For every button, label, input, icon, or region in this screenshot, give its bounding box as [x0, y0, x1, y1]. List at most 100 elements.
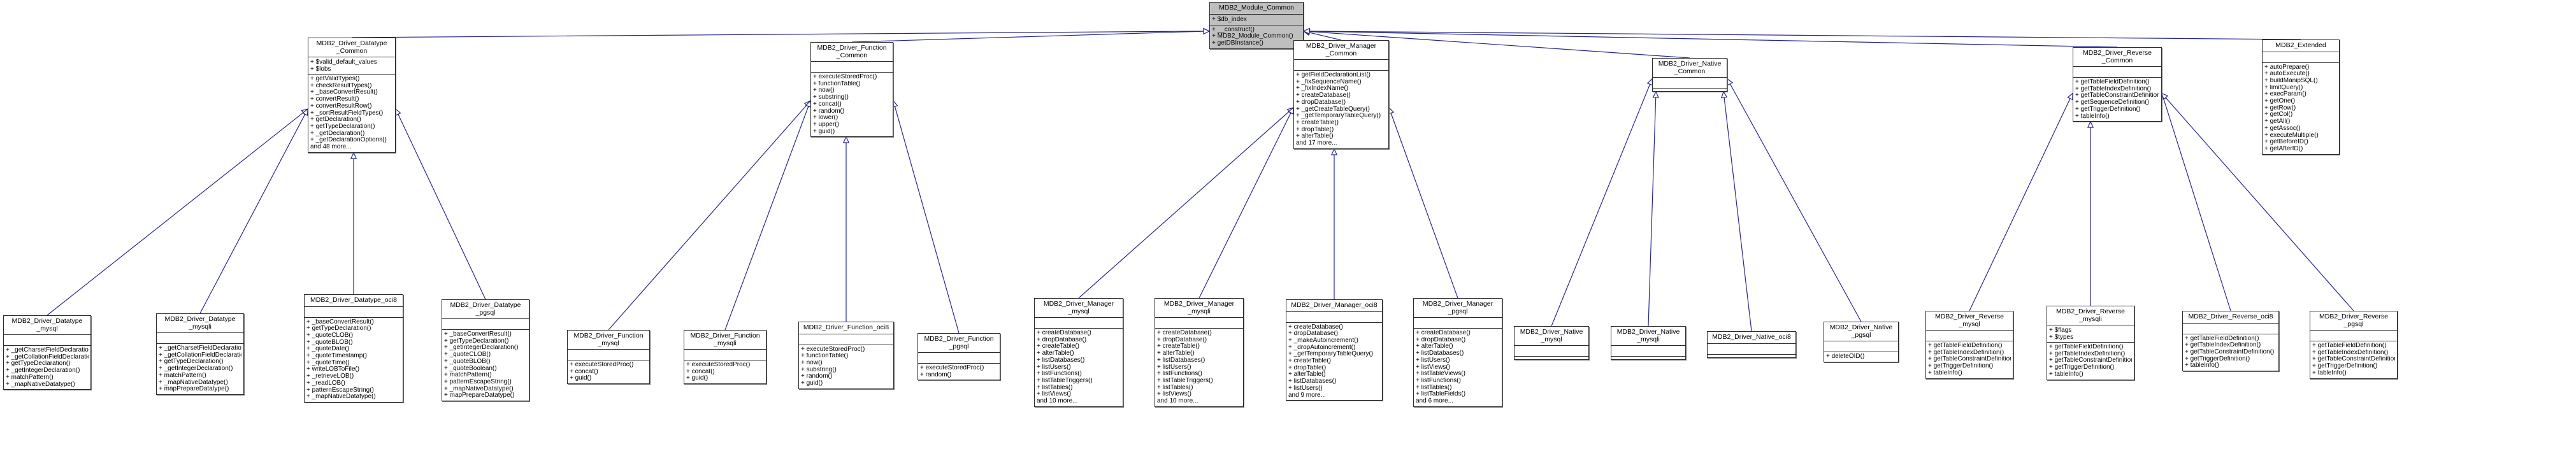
class-operations: + executeStoredProc()+ concat()+ guid() [684, 360, 766, 383]
class-operation: + alterTable() [1296, 133, 1334, 140]
class-node-manager_common[interactable]: MDB2_Driver_Manager _Common+ getFieldDec… [1293, 40, 1389, 149]
class-node-native_oci8[interactable]: MDB2_Driver_Native_oci8 [1707, 331, 1796, 358]
class-operation: + _getCharsetFieldDeclaration() [6, 347, 89, 353]
class-attributes [2263, 52, 2339, 63]
class-node-function_mysqli[interactable]: MDB2_Driver_Function _mysqli+ executeSto… [684, 330, 766, 385]
class-operation: + _getDeclarationOptions() [310, 137, 387, 144]
class-title: MDB2_Driver_Reverse_oci8 [2183, 311, 2278, 324]
inheritance-line [1309, 32, 1342, 41]
class-node-datatype_mysqli[interactable]: MDB2_Driver_Datatype _mysqli+ _getCharse… [156, 313, 244, 395]
class-operation: + executeStoredProc() [920, 365, 984, 371]
class-attributes [1414, 318, 1502, 329]
class-operation: + alterTable() [1037, 350, 1074, 357]
class-node-function_pgsql[interactable]: MDB2_Driver_Function _pgsql+ executeStor… [917, 333, 1000, 381]
class-node-native_mysql[interactable]: MDB2_Driver_Native _mysql [1514, 326, 1589, 360]
class-operations: + autoPrepare()+ autoExecute()+ buildMan… [2263, 63, 2339, 154]
class-node-datatype_oci8[interactable]: MDB2_Driver_Datatype_oci8+ _baseConvertR… [304, 294, 403, 403]
inheritance-line [199, 113, 306, 314]
class-node-function_mysql[interactable]: MDB2_Driver_Function _mysql+ executeStor… [567, 330, 650, 385]
class-operation: + _sortResultFieldTypes() [310, 110, 384, 117]
class-operation: + dropDatabase() [1296, 99, 1346, 106]
class-operations: + getTableFieldDefinition()+ getTableInd… [2183, 334, 2278, 371]
class-attributes [1708, 344, 1795, 355]
class-operation: + deleteOID() [1826, 353, 1865, 360]
class-operation: + createTable() [1037, 343, 1079, 350]
inheritance-line [851, 31, 1204, 43]
class-title: MDB2_Driver_Reverse _Common [2073, 48, 2161, 67]
class-operation: + guid() [570, 375, 592, 382]
class-title: MDB2_Driver_Datatype _Common [308, 38, 395, 57]
inheritance-arrowhead [803, 100, 811, 108]
class-operation: + getTypeDeclaration() [444, 338, 509, 345]
class-title: MDB2_Driver_Native_oci8 [1708, 332, 1795, 344]
class-node-manager_pgsql[interactable]: MDB2_Driver_Manager _pgsql+ createDataba… [1413, 298, 1502, 407]
class-operation: + random() [920, 371, 952, 378]
class-operations [1653, 89, 1727, 91]
class-operation: + concat() [813, 101, 842, 108]
class-operation: + _quoteDate() [306, 346, 349, 353]
class-operation: + createTable() [1296, 119, 1339, 126]
class-operation: + _getCollationFieldDeclaration() [6, 353, 89, 360]
class-node-native_pgsql[interactable]: MDB2_Driver_Native _pgsql+ deleteOID() [1824, 322, 1899, 362]
class-operations: + getFieldDeclarationList()+ _fixSequenc… [1294, 71, 1388, 148]
inheritance-line [1729, 83, 1862, 322]
inheritance-line [398, 114, 486, 300]
class-attributes [1653, 78, 1727, 89]
class-operation: + __construct() [1212, 26, 1255, 33]
class-node-reverse_oci8[interactable]: MDB2_Driver_Reverse_oci8 + getTableFieldD… [2182, 311, 2279, 372]
class-operation: + _getCollationFieldDeclaration() [159, 352, 241, 359]
class-node-function_common[interactable]: MDB2_Driver_Function _Common+ executeSto… [810, 42, 893, 138]
class-attributes [157, 333, 243, 344]
class-operation: + getTableIndexDefinition() [2185, 342, 2261, 349]
class-operation: + guid() [801, 380, 823, 387]
class-title: MDB2_Driver_Datatype_oci8 [305, 295, 403, 307]
class-operation: + _baseConvertResult() [310, 89, 378, 96]
class-attributes [1035, 318, 1123, 329]
class-node-reverse_common[interactable]: MDB2_Driver_Reverse _Common+ getTableFie… [2073, 47, 2162, 122]
class-operation: + limitQuery() [2264, 84, 2303, 91]
class-operation: + tableInfo() [2075, 113, 2110, 120]
class-node-datatype_common[interactable]: MDB2_Driver_Datatype _Common+ $valid_def… [308, 38, 396, 153]
class-operation: + tableInfo() [1928, 369, 1962, 376]
class-title: MDB2_Driver_Reverse _mysql [1926, 311, 2013, 331]
class-node-native_mysqli[interactable]: MDB2_Driver_Native _mysqli [1611, 326, 1686, 360]
class-node-reverse_pgsql[interactable]: MDB2_Driver_Reverse _pgsql+ getTableFiel… [2310, 311, 2398, 379]
inheritance-arrowhead [2067, 92, 2073, 101]
class-operation: + _dropAutoincrement() [1288, 344, 1356, 351]
class-node-function_oci8[interactable]: MDB2_Driver_Function_oci8+ executeStored… [798, 322, 894, 389]
class-operation: + getValidTypes() [310, 76, 360, 82]
inheritance-arrowhead [1302, 28, 1310, 35]
class-operation: + listTables() [1157, 384, 1193, 391]
class-node-manager_mysql[interactable]: MDB2_Driver_Manager _mysql+ createDataba… [1034, 298, 1123, 407]
class-attributes [4, 335, 90, 346]
class-operation: + substring() [813, 94, 849, 101]
class-operation: + listDatabases() [1288, 378, 1337, 385]
class-node-extended[interactable]: MDB2_Extended+ autoPrepare()+ autoExecut… [2262, 39, 2340, 155]
class-operation: + functionTable() [813, 80, 861, 87]
class-node-native_common[interactable]: MDB2_Driver_Native _Common [1652, 58, 1727, 92]
class-node-manager_oci8[interactable]: MDB2_Driver_Manager_oci8+ createDatabase… [1286, 299, 1383, 401]
class-operation: + convertResult() [310, 96, 359, 103]
class-operation: + listUsers() [1416, 357, 1450, 364]
class-attributes: + $db_index [1210, 15, 1303, 25]
class-operation: + listDatabases() [1416, 350, 1464, 357]
class-attribute: + $flags [2049, 327, 2072, 334]
class-node-module_common[interactable]: MDB2_Module_Common+ $db_index+ __constru… [1209, 2, 1304, 49]
class-node-manager_mysqli[interactable]: MDB2_Driver_Manager _mysqli+ createDatab… [1155, 298, 1244, 407]
class-node-datatype_mysql[interactable]: MDB2_Driver_Datatype _mysql + _getCharset… [3, 315, 91, 390]
class-operation: + _mapNativeDatatype() [306, 394, 376, 401]
class-title: MDB2_Driver_Datatype _mysql [4, 316, 90, 335]
class-attributes [811, 62, 893, 73]
class-operation: + dropDatabase() [1157, 336, 1207, 343]
class-node-reverse_mysqli[interactable]: MDB2_Driver_Reverse _mysqli+ $flags+ $ty… [2047, 306, 2134, 380]
class-node-reverse_mysql[interactable]: MDB2_Driver_Reverse _mysql+ getTableFiel… [1925, 311, 2013, 379]
class-operation: + getTriggerDefinition() [2312, 363, 2378, 370]
class-operation: + _getDeclaration() [310, 130, 365, 137]
class-operation: + listTableTriggers() [1157, 377, 1213, 384]
class-attributes [305, 307, 403, 318]
inheritance-arrowhead [1286, 107, 1295, 115]
class-operation: + _getCreateTableQuery() [1296, 106, 1370, 113]
class-node-datatype_pgsql[interactable]: MDB2_Driver_Datatype _pgsql+ _baseConver… [442, 299, 529, 402]
class-attributes [2310, 331, 2397, 341]
